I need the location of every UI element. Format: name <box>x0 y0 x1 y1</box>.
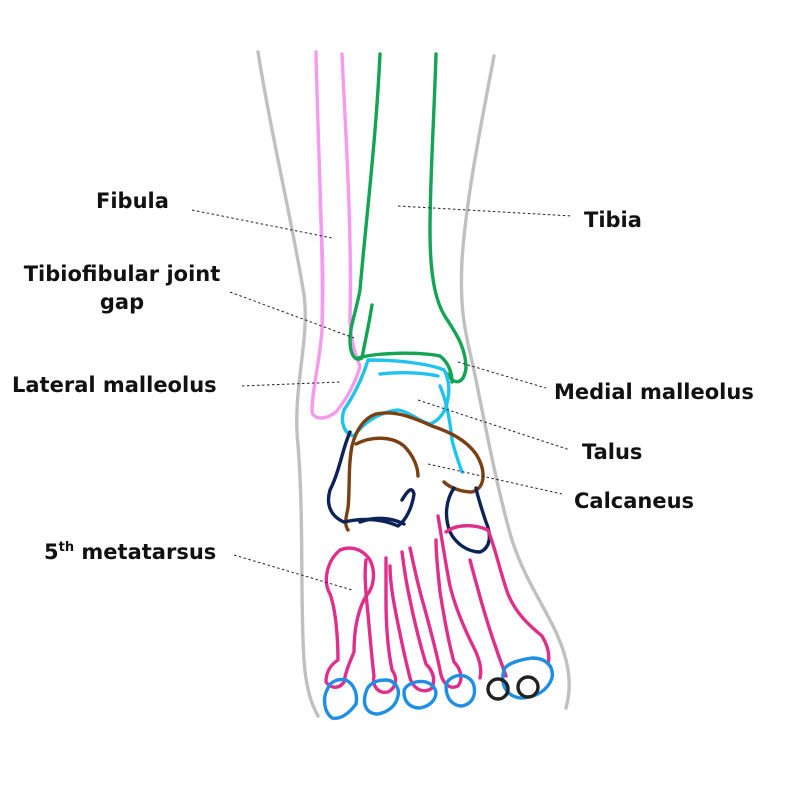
sesamoid-lateral <box>486 677 510 701</box>
cuboid-outline <box>326 430 416 528</box>
leader-lateral-malleolus <box>241 381 341 387</box>
sesamoid-bones <box>486 675 540 701</box>
tibia-left-edge <box>348 52 382 361</box>
fibula-inner-line <box>318 198 325 322</box>
metatarsal-1-head <box>468 558 508 678</box>
label-metatarsus-superscript: th <box>59 540 74 555</box>
metatarsal-1-lateral <box>444 524 551 666</box>
talus-dome <box>378 370 440 378</box>
tarsal-bones <box>326 430 492 554</box>
calcaneus-outline <box>350 411 485 494</box>
phalanx-1 <box>501 656 554 700</box>
metatarsal-1 <box>436 514 483 680</box>
label-metatarsus-word: metatarsus <box>74 540 216 564</box>
label-metatarsus-number: 5 <box>44 540 59 564</box>
metatarsal-2 <box>408 538 463 689</box>
metatarsal-4 <box>363 556 398 694</box>
sesamoid-medial <box>516 675 540 699</box>
leader-tibia <box>397 205 573 217</box>
talus-neck <box>438 384 464 474</box>
label-calcaneus: Calcaneus <box>574 489 694 513</box>
fibula-bone <box>310 50 362 420</box>
tibia-plafond <box>356 351 454 384</box>
phalanx-bones <box>322 656 554 720</box>
label-tibia: Tibia <box>584 208 642 232</box>
tibia-right-edge <box>428 52 468 384</box>
label-lateral-malleolus: Lateral malleolus <box>12 373 217 397</box>
leader-medial-malleolus <box>457 361 547 389</box>
fibula-right-edge <box>340 52 353 320</box>
phalanx-2 <box>444 673 477 708</box>
label-tibiofibular-line2: gap <box>100 290 144 314</box>
leader-tibiofibular <box>229 291 355 339</box>
leader-metatarsus <box>233 554 353 591</box>
metatarsal-bones <box>324 514 551 694</box>
leader-lines <box>191 205 573 591</box>
metatarsal-5 <box>324 546 376 689</box>
label-medial-malleolus: Medial malleolus <box>554 380 754 404</box>
label-fibula: Fibula <box>96 189 169 213</box>
phalanx-4 <box>362 678 401 716</box>
calcaneus-posterior <box>344 444 354 532</box>
navicular-outline <box>444 486 492 554</box>
leader-talus <box>417 399 571 451</box>
leg-outline-right <box>459 54 571 710</box>
label-talus: Talus <box>582 440 642 464</box>
fibula-left-edge <box>310 50 362 420</box>
phalanx-5 <box>322 677 359 720</box>
label-metatarsus: 5th metatarsus <box>44 540 216 564</box>
phalanx-3 <box>402 679 438 710</box>
labels: Fibula Tibia Tibiofibular joint gap Late… <box>12 189 754 564</box>
leg-outline <box>256 50 571 718</box>
label-tibiofibular-line1: Tibiofibular joint <box>24 262 221 286</box>
calcaneus-inner <box>354 436 420 478</box>
cuneiform-line <box>358 516 406 526</box>
calcaneus-bone <box>344 411 485 532</box>
metatarsal-3 <box>388 550 436 693</box>
leader-fibula <box>191 209 333 239</box>
leg-outline-left <box>256 50 320 718</box>
tibia-bone <box>348 52 468 384</box>
